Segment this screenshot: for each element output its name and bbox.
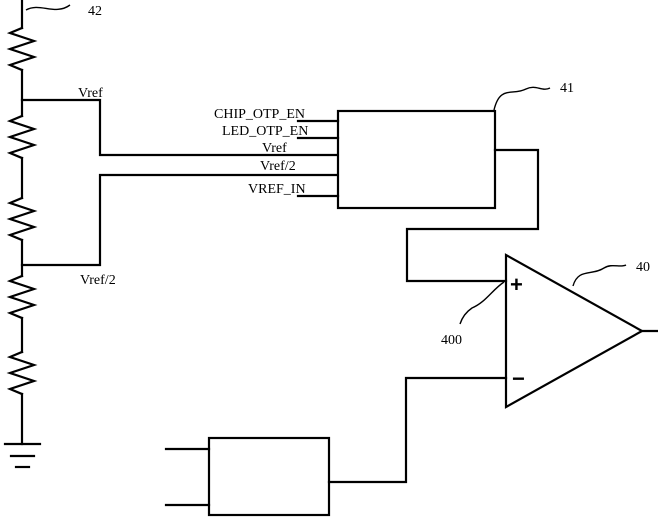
pin-label-vref: Vref <box>262 141 287 156</box>
wire-block41-to-plus <box>405 148 540 283</box>
plus-sign: + <box>510 272 523 297</box>
block-41 <box>336 109 497 210</box>
ref-label-42: 42 <box>88 4 102 19</box>
node-label-vref: Vref <box>78 86 103 101</box>
resistor-2 <box>6 114 38 160</box>
minus-sign: − <box>512 366 525 391</box>
comparator-40 <box>504 253 645 409</box>
node-label-vref-half: Vref/2 <box>80 273 116 288</box>
resistor-5 <box>6 350 38 396</box>
ref-label-41: 41 <box>560 81 574 96</box>
leader-41 <box>493 86 551 111</box>
resistor-chain-42 <box>6 0 38 446</box>
pin-label-chip-otp-en: CHIP_OTP_EN <box>214 107 305 122</box>
ground-icon <box>3 442 42 469</box>
ref-label-40: 40 <box>636 260 650 275</box>
ref-label-400: 400 <box>441 333 462 348</box>
lower-block <box>207 436 331 517</box>
wire-vref-half <box>20 173 338 267</box>
resistor-4 <box>6 274 38 320</box>
leader-42 <box>25 4 71 11</box>
pin-label-vref-half: Vref/2 <box>260 159 296 174</box>
pin-label-led-otp-en: LED_OTP_EN <box>222 124 308 139</box>
wire-vref <box>20 98 338 157</box>
wire-lower-to-minus <box>327 376 508 484</box>
resistor-3 <box>6 196 38 242</box>
resistor-1 <box>6 26 38 72</box>
pin-label-vref-in: VREF_IN <box>248 182 306 197</box>
leader-400 <box>459 281 505 325</box>
leader-40 <box>572 264 627 287</box>
